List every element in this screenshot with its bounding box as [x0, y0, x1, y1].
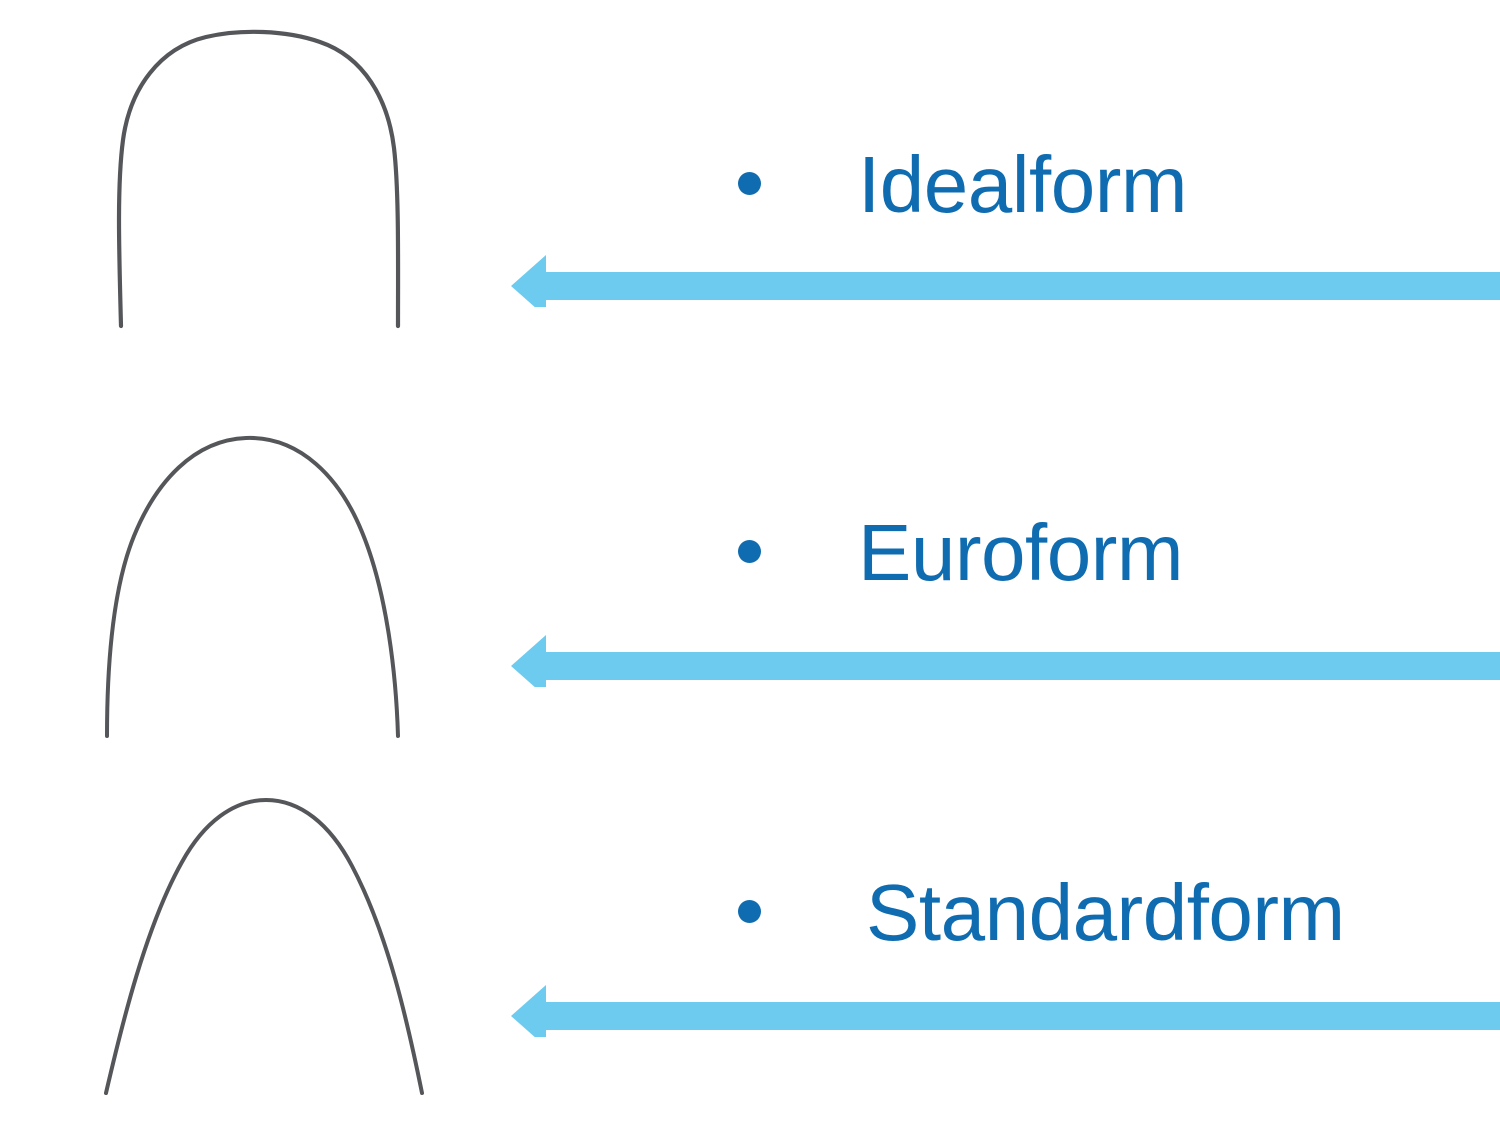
- archwire-euroform-figure: [0, 378, 500, 753]
- arrow-shape-path: [511, 635, 1500, 687]
- label-idealform: Idealform: [858, 140, 1187, 229]
- label-euroform: Euroform: [858, 508, 1183, 597]
- archwire-idealform-path: [116, 29, 401, 329]
- bullet-dot-icon: [738, 900, 761, 923]
- left-arrow-icon-standardform: [505, 975, 1500, 1037]
- archwire-euroform-drawing: [105, 435, 400, 738]
- left-arrow-icon: [511, 635, 1500, 687]
- bullet-dot-icon: [738, 172, 761, 195]
- archwire-standardform-path: [104, 797, 424, 1095]
- bullet-dot-icon: [738, 540, 761, 563]
- left-arrow-icon: [511, 985, 1500, 1037]
- list-item-idealform: Idealform: [690, 130, 1500, 240]
- label-standardform: Standardform: [866, 868, 1345, 957]
- bullet-line: Idealform: [690, 130, 1500, 240]
- archwire-idealform-drawing: [116, 29, 401, 329]
- left-arrow-icon-euroform: [505, 625, 1500, 687]
- left-arrow-icon: [511, 255, 1500, 307]
- left-arrow-icon-idealform: [505, 245, 1500, 307]
- arrow-shape-path: [511, 985, 1500, 1037]
- archwire-idealform-figure: [0, 0, 500, 375]
- bullet-line: Standardform: [690, 858, 1500, 968]
- archwire-euroform-path: [105, 435, 400, 738]
- arrow-shape-path: [511, 255, 1500, 307]
- list-item-euroform: Euroform: [690, 498, 1500, 608]
- archwire-standardform-figure: [0, 756, 500, 1125]
- archwire-standardform-drawing: [104, 797, 424, 1095]
- bullet-line: Euroform: [690, 498, 1500, 608]
- list-item-standardform: Standardform: [690, 858, 1500, 968]
